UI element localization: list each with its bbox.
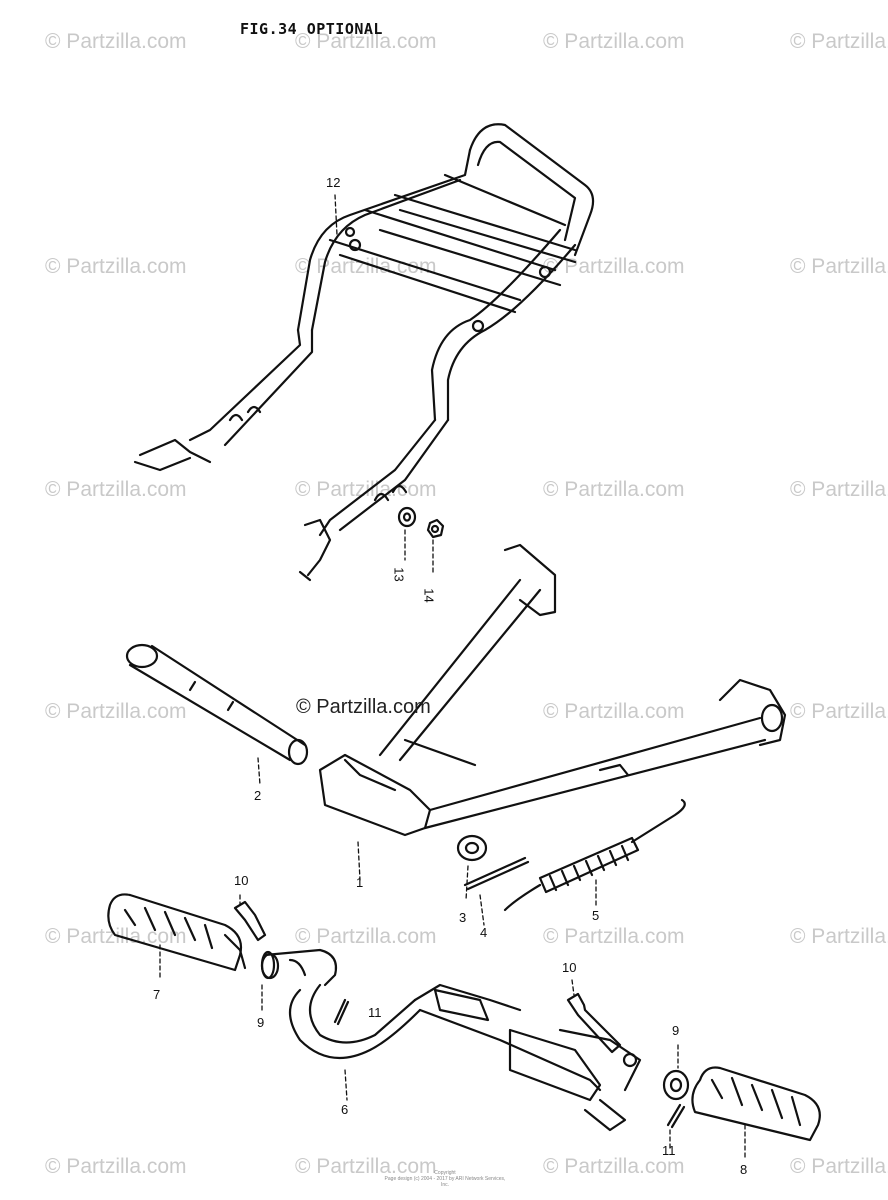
watermark-text: © Partzilla.com (543, 1155, 685, 1178)
washer-part-9a[interactable] (260, 950, 276, 1011)
callout-7: 7 (153, 987, 161, 1002)
callout-9b: 9 (672, 1023, 680, 1038)
callout-13: 13 (391, 567, 407, 582)
left-footpeg-part[interactable] (107, 893, 247, 981)
watermark-text: © Partzilla.com (295, 925, 437, 948)
footer: Copyright Page design (c) 2004 - 2017 by… (380, 1170, 510, 1188)
rear-carrier-rack-part[interactable] (133, 123, 595, 582)
watermark-text: © Partzilla.com (790, 925, 888, 948)
callout-10a: 10 (234, 873, 249, 888)
cotter-pin-part-11b[interactable] (666, 1103, 686, 1151)
bolt-part-10b[interactable] (566, 979, 622, 1054)
footpeg-bar-part[interactable] (260, 948, 642, 1132)
watermark-text: © Partzilla.com (295, 255, 437, 278)
watermark-text: © Partzilla.com (790, 478, 888, 501)
watermark-text: © Partzilla.com (45, 1155, 187, 1178)
callout-6: 6 (341, 1102, 349, 1117)
cotter-pin-part-11a[interactable] (333, 998, 350, 1026)
watermark-text: © Partzilla.com (790, 700, 888, 723)
washer-part-13[interactable] (397, 506, 417, 561)
washer-part-3[interactable] (456, 834, 488, 901)
watermark-text: © Partzilla.com (790, 1155, 888, 1178)
right-footpeg-part[interactable] (691, 1066, 821, 1161)
washer-part-9b[interactable] (662, 1044, 690, 1101)
watermark-text: © Partzilla.com (295, 30, 437, 53)
callout-11b: 11 (662, 1143, 676, 1158)
callout-10b: 10 (562, 960, 577, 975)
callout-4: 4 (480, 925, 488, 940)
nut-part-14[interactable] (426, 518, 445, 576)
watermark-text: © Partzilla.com (543, 700, 685, 723)
callout-8: 8 (740, 1162, 748, 1177)
callout-9a: 9 (257, 1015, 265, 1030)
callout-3: 3 (459, 910, 467, 925)
watermark-text: © Partzilla.com (45, 700, 187, 723)
cotter-pin-part[interactable] (463, 856, 530, 926)
center-stand-part[interactable] (318, 543, 787, 881)
callout-12: 12 (326, 175, 341, 190)
callout-5: 5 (592, 908, 600, 923)
watermark-text: © Partzilla.com (790, 255, 888, 278)
callout-1: 1 (356, 875, 364, 890)
watermark-text: © Partzilla.com (45, 478, 187, 501)
watermark-text: © Partzilla.com (543, 255, 685, 278)
footer-page-design: Page design (c) 2004 - 2017 by ARI Netwo… (384, 1176, 506, 1188)
footer-copyright: Copyright (434, 1170, 456, 1176)
watermark-text: © Partzilla.com (543, 925, 685, 948)
watermark-text: © Partzilla.com (295, 1155, 437, 1178)
callout-14: 14 (421, 588, 437, 603)
watermark-text: © Partzilla.com (45, 30, 187, 53)
callout-2: 2 (254, 788, 262, 803)
bolt-part-10a[interactable] (233, 894, 267, 942)
watermark-text: © Partzilla.com (45, 255, 187, 278)
watermark-text: © Partzilla.com (45, 925, 187, 948)
callout-11a: 11 (368, 1005, 382, 1020)
stand-spring-part[interactable] (503, 798, 686, 912)
stand-pivot-pipe-part[interactable] (125, 643, 309, 786)
watermark-text: © Partzilla.com (790, 30, 888, 53)
figure-title: FIG.34 OPTIONAL (240, 20, 383, 38)
center-watermark: © Partzilla.com (296, 696, 431, 718)
watermark-text: © Partzilla.com (543, 30, 685, 53)
watermark-text: © Partzilla.com (543, 478, 685, 501)
